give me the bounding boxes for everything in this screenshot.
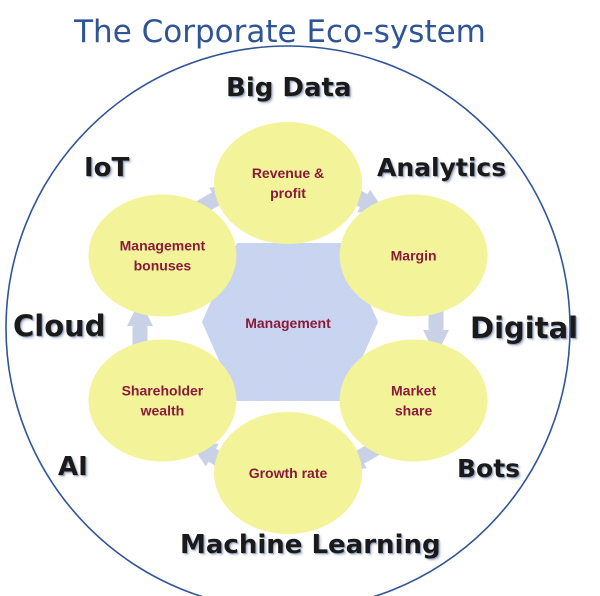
center-label: Management — [245, 315, 331, 331]
node-ellipse — [339, 339, 488, 462]
center-hexagon — [202, 243, 378, 401]
cycle-arrow — [127, 300, 153, 346]
node-label: Margin — [391, 248, 437, 264]
node-margin: Margin — [339, 194, 488, 317]
tech-label-ai: AI — [58, 452, 88, 482]
cycle-arrow — [423, 310, 449, 356]
tech-label-big-data: Big Data — [226, 73, 352, 103]
page-title: The Corporate Eco-system — [74, 14, 486, 50]
tech-label-machine-learning: Machine Learning — [180, 530, 441, 560]
node-growth-rate: Growth rate — [214, 412, 362, 534]
node-ellipse — [88, 339, 237, 462]
node-label: Revenue &profit — [252, 165, 324, 201]
node-ellipse — [214, 122, 362, 244]
node-ellipse — [339, 194, 488, 317]
tech-label-bots: Bots — [457, 454, 521, 483]
node-ellipse — [214, 412, 362, 534]
tech-label-analytics: Analytics — [377, 153, 507, 182]
node-ellipse — [88, 194, 237, 317]
node-label: Growth rate — [249, 465, 328, 481]
outer-ring — [5, 45, 571, 596]
tech-label-cloud: Cloud — [13, 309, 106, 343]
tech-label-digital: Digital — [470, 311, 579, 345]
node-revenue-profit: Revenue &profit — [214, 122, 362, 244]
tech-label-iot: IoT — [84, 153, 130, 183]
